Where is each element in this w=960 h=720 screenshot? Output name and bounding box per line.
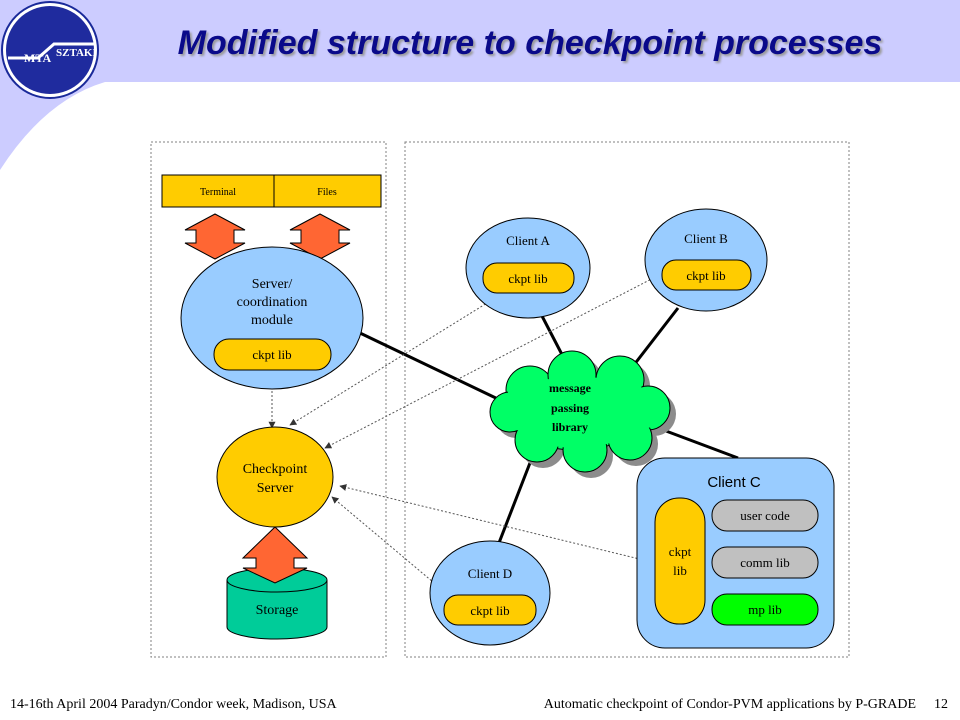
client-d-ckpt-label: ckpt lib [470, 603, 509, 618]
mp-lib-label: mp lib [748, 602, 782, 617]
client-c-label: Client C [707, 474, 761, 491]
comm-lib-label: comm lib [740, 555, 789, 570]
page-number: 12 [934, 697, 948, 712]
server-ckpt-label: ckpt lib [252, 347, 291, 362]
client-c-ckpt-lib [654, 497, 706, 625]
link-client-b-mpl [628, 307, 680, 371]
client-d [429, 540, 551, 646]
checkpoint-server-label-1: Checkpoint [243, 462, 308, 477]
link-client-c-ckpt [339, 484, 665, 567]
mpl-label-1: message [549, 381, 592, 395]
link-server-mpl [359, 331, 501, 402]
message-passing-cloud [489, 350, 676, 478]
logo-right-text: SZTAKI [56, 47, 97, 59]
user-code-box [711, 499, 819, 532]
client-d-ckpt-lib [443, 594, 537, 626]
checkpoint-server [216, 426, 334, 528]
comm-lib-box [711, 546, 819, 579]
mpl-label-2: passing [551, 401, 589, 415]
server-label-3: module [251, 313, 293, 328]
client-c-ckpt-label-2: lib [673, 563, 687, 578]
mp-lib-box [711, 593, 819, 626]
footer-right: Automatic checkpoint of Condor-PVM appli… [543, 697, 916, 712]
server-ckpt-lib [213, 338, 332, 371]
footer-left: 14-16th April 2004 Paradyn/Condor week, … [10, 697, 337, 712]
slide-title: Modified structure to checkpoint process… [177, 24, 883, 62]
link-client-d-mpl [495, 449, 537, 549]
storage-label: Storage [256, 603, 299, 618]
client-d-label: Client D [468, 566, 512, 581]
client-a-label: Client A [506, 233, 550, 248]
terminal-label: Terminal [200, 187, 236, 198]
user-code-label: user code [740, 508, 790, 523]
files-box [273, 174, 382, 208]
mpl-label-3: library [552, 420, 588, 434]
terminal-double-arrow [184, 213, 246, 260]
mta-sztaki-logo: MTA SZTAKI [1, 1, 99, 99]
server-label-2: coordination [237, 295, 308, 310]
logo-left-text: MTA [24, 51, 51, 65]
files-label: Files [317, 187, 337, 198]
storage-double-arrow [241, 526, 309, 584]
client-b-ckpt-label: ckpt lib [686, 268, 725, 283]
client-b-label: Client B [684, 231, 728, 246]
server-label-1: Server/ [252, 277, 293, 292]
header-bar [0, 0, 960, 170]
client-c-ckpt-label-1: ckpt [669, 544, 692, 559]
client-a-ckpt-label: ckpt lib [508, 271, 547, 286]
checkpoint-server-label-2: Server [257, 481, 294, 496]
client-b-ckpt-lib [661, 259, 752, 291]
client-a-ckpt-lib [482, 262, 575, 294]
